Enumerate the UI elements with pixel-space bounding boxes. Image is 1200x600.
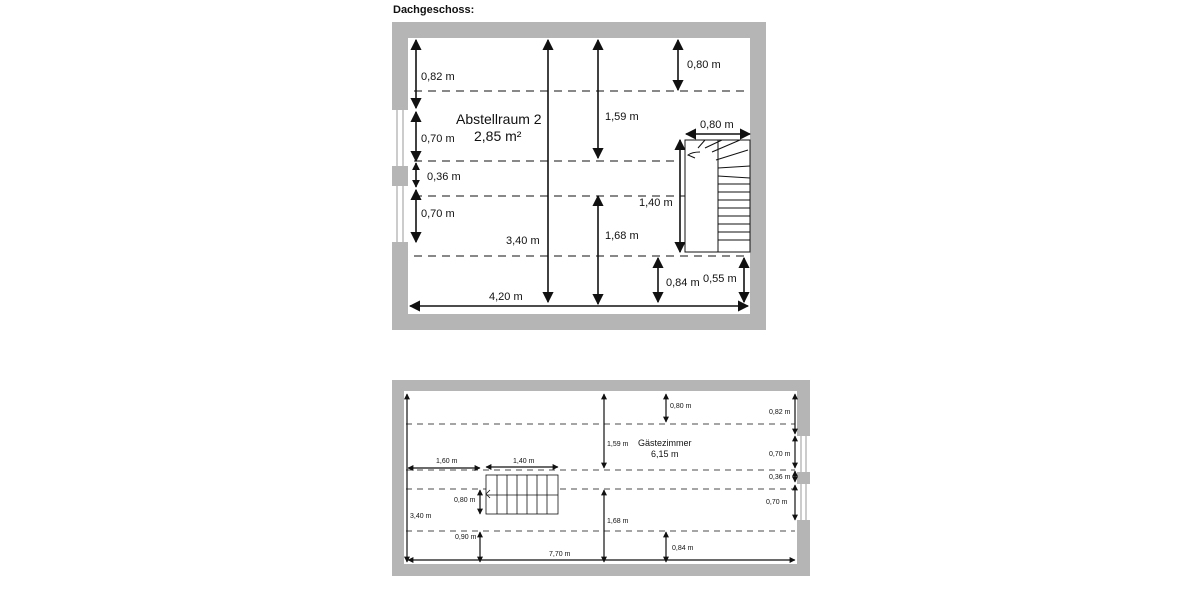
plan1-dim-080-top: 0,80 m xyxy=(687,59,721,71)
plan2-dim-070a: 0,70 m xyxy=(769,451,791,458)
plan2-dim-082: 0,82 m xyxy=(769,409,791,416)
plan1-dim-arrows xyxy=(408,38,752,312)
plan1-dim-036: 0,36 m xyxy=(427,171,461,183)
plan2-dim-arrows xyxy=(404,393,798,563)
plan1-dim-055: 0,55 m xyxy=(703,273,737,285)
plan2-dim-080-top: 0,80 m xyxy=(670,403,692,410)
plan1-dim-420: 4,20 m xyxy=(489,291,523,303)
plan1-dim-140: 1,40 m xyxy=(639,197,673,209)
plan1-room-area: 2,85 m² xyxy=(474,128,522,144)
plan2-dim-140: 1,40 m xyxy=(513,458,535,465)
plan1-window-lower xyxy=(392,186,408,242)
plan-gaestezimmer: Gästezimmer 6,15 m 0,80 m 0,82 m 1,59 m … xyxy=(392,380,810,576)
plan-abstellraum: Abstellraum 2 2,85 m² 0,82 m 0,70 m 0,36… xyxy=(392,22,766,330)
plan1-dim-168: 1,68 m xyxy=(605,230,639,242)
plan2-dim-168: 1,68 m xyxy=(607,518,629,525)
page-title: Dachgeschoss: xyxy=(393,4,475,16)
plan1-dim-159: 1,59 m xyxy=(605,111,639,123)
plan2-staircase xyxy=(485,474,559,515)
plan2-dim-070b: 0,70 m xyxy=(766,499,788,506)
plan1-staircase xyxy=(684,139,751,253)
plan2-room-name: Gästezimmer xyxy=(638,438,692,448)
plan1-dim-340: 3,40 m xyxy=(506,235,540,247)
plan2-dim-770: 7,70 m xyxy=(549,551,571,558)
plan1-room-name: Abstellraum 2 xyxy=(456,111,542,127)
plan2-room-area: 6,15 m xyxy=(651,449,679,459)
plan1-dim-084: 0,84 m xyxy=(666,277,700,289)
plan2-dim-159: 1,59 m xyxy=(607,441,629,448)
plan2-window-upper xyxy=(797,436,810,472)
plan2-dim-080-stair: 0,80 m xyxy=(454,497,476,504)
plan2-dim-090: 0,90 m xyxy=(455,534,477,541)
plan2-slope-lines xyxy=(406,423,795,532)
plan1-window-upper xyxy=(392,110,408,166)
plan1-dim-082: 0,82 m xyxy=(421,71,455,83)
plan2-dim-340: 3,40 m xyxy=(410,513,432,520)
plan1-dim-070b: 0,70 m xyxy=(421,208,455,220)
plan2-dim-160: 1,60 m xyxy=(436,458,458,465)
plan2-floor xyxy=(404,391,797,564)
plan1-dim-080-stair: 0,80 m xyxy=(700,119,734,131)
plan2-dim-036: 0,36 m xyxy=(769,474,791,481)
plan1-dim-070a: 0,70 m xyxy=(421,133,455,145)
plan2-dim-084: 0,84 m xyxy=(672,545,694,552)
plan2-window-lower xyxy=(797,484,810,520)
